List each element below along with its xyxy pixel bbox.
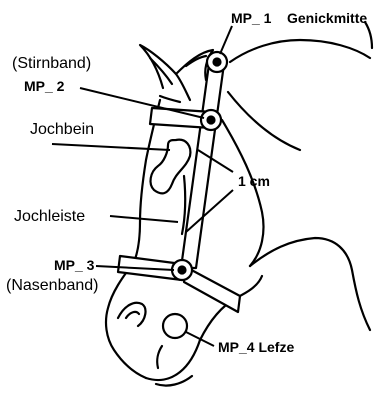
label-jochbein: Jochbein <box>30 121 94 138</box>
leader-mp4 <box>186 332 214 346</box>
neck-crest <box>230 40 370 62</box>
lip-line <box>146 340 200 380</box>
forelock <box>160 96 180 102</box>
label-mp1: MP_ 1 <box>231 10 272 26</box>
mp2-dot <box>208 117 215 124</box>
ear-lower <box>140 45 190 100</box>
mp1-dot <box>214 59 221 66</box>
label-genickmitte: Genickmitte <box>287 10 367 26</box>
throat <box>228 92 300 150</box>
muzzle-upper <box>106 262 146 378</box>
leader-jochleiste <box>110 216 178 222</box>
leader-jochbein <box>52 144 170 150</box>
mp4-circle <box>163 314 187 338</box>
mouth-line <box>157 346 162 368</box>
nostril <box>118 303 145 326</box>
label-mp2: MP_ 2 <box>24 78 65 94</box>
label-stirnband: (Stirnband) <box>12 55 91 72</box>
leader-mp1 <box>220 26 232 54</box>
neck-underside <box>250 238 370 330</box>
labels: MP_ 1 Genickmitte (Stirnband) MP_ 2 Joch… <box>6 10 367 355</box>
facial-crest <box>182 176 185 234</box>
mp3-dot <box>179 267 186 274</box>
label-mp3: MP_ 3 <box>54 257 95 273</box>
label-mp4-lefze: MP_4 Lefze <box>218 339 294 355</box>
label-jochleiste: Jochleiste <box>14 208 85 225</box>
horse-head-drawing <box>106 22 372 386</box>
label-1cm: 1 cm <box>238 173 270 189</box>
label-nasenband: (Nasenband) <box>6 277 99 294</box>
nostril-inner <box>126 312 139 318</box>
